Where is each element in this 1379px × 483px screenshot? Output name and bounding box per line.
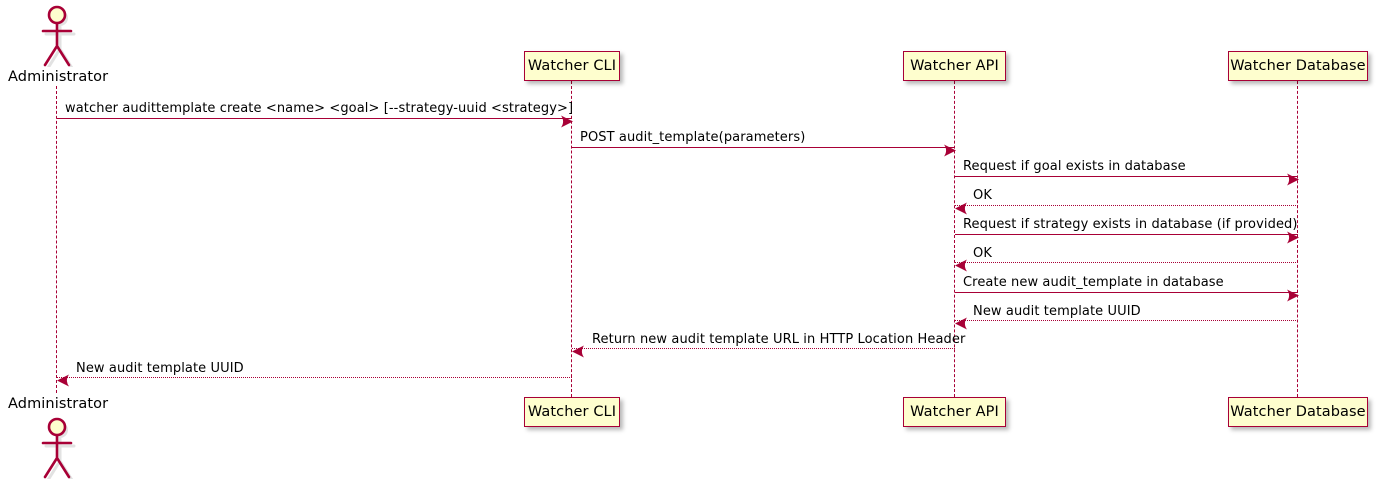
arrowhead-6	[955, 257, 967, 276]
message-label-1: watcher audittemplate create <name> <goa…	[65, 101, 574, 116]
participant-box-watcher-cli-bottom[interactable]: Watcher CLI	[524, 397, 620, 427]
message-line-4	[955, 205, 1298, 206]
message-line-2	[572, 147, 955, 148]
message-line-10	[57, 377, 572, 378]
lifeline-watcher-api	[954, 81, 956, 397]
message-label-9: Return new audit template URL in HTTP Lo…	[592, 332, 966, 347]
participant-box-watcher-api-bottom[interactable]: Watcher API	[903, 397, 1006, 427]
message-line-5	[955, 234, 1298, 235]
arrowhead-5	[1287, 229, 1299, 248]
participant-box-watcher-db-top[interactable]: Watcher Database	[1228, 51, 1368, 81]
actor-label-administrator-top: Administrator	[8, 69, 109, 85]
message-line-7	[955, 292, 1298, 293]
message-line-1	[57, 118, 572, 119]
arrowhead-3	[1287, 171, 1299, 190]
message-line-9	[572, 348, 955, 349]
message-label-3: Request if goal exists in database	[963, 159, 1186, 174]
message-line-6	[955, 262, 1298, 263]
participant-box-watcher-api-top[interactable]: Watcher API	[903, 51, 1006, 81]
message-label-2: POST audit_template(parameters)	[580, 130, 806, 145]
lifeline-watcher-db	[1297, 81, 1299, 397]
message-label-10: New audit template UUID	[76, 361, 244, 376]
actor-administrator-bottom[interactable]	[34, 417, 80, 483]
arrowhead-7	[1287, 287, 1299, 306]
participant-box-watcher-cli-top[interactable]: Watcher CLI	[524, 51, 620, 81]
message-label-7: Create new audit_template in database	[963, 275, 1224, 290]
message-line-3	[955, 176, 1298, 177]
lifeline-administrator	[56, 86, 58, 393]
message-label-8: New audit template UUID	[973, 304, 1141, 319]
arrowhead-9	[572, 343, 584, 362]
message-line-8	[955, 320, 1298, 321]
arrowhead-4	[955, 200, 967, 219]
arrowhead-2	[944, 142, 956, 161]
message-label-4: OK	[973, 188, 992, 203]
message-label-6: OK	[973, 246, 992, 261]
participant-box-watcher-db-bottom[interactable]: Watcher Database	[1228, 397, 1368, 427]
message-label-5: Request if strategy exists in database (…	[963, 217, 1298, 232]
lifeline-watcher-cli	[571, 81, 573, 397]
arrowhead-8	[955, 315, 967, 334]
arrowhead-1	[561, 113, 573, 132]
actor-label-administrator-bottom: Administrator	[8, 396, 109, 412]
actor-administrator-top[interactable]	[34, 5, 80, 71]
arrowhead-10	[57, 372, 69, 391]
